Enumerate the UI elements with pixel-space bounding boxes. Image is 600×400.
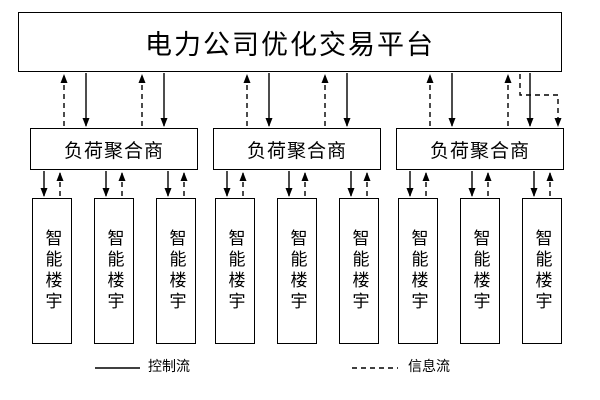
building-label: 智能楼宇 [532,229,552,313]
building-box-7: 智能楼宇 [398,198,438,344]
building-box-3: 智能楼宇 [156,198,196,344]
building-box-1: 智能楼宇 [32,198,72,344]
aggregator-label: 负荷聚合商 [63,140,164,162]
building-label: 智能楼宇 [42,229,62,313]
legend-control-flow-label: 控制流 [148,360,190,375]
building-box-4: 智能楼宇 [215,198,255,344]
building-box-2: 智能楼宇 [94,198,134,344]
building-label: 智能楼宇 [470,229,490,313]
building-box-8: 智能楼宇 [460,198,500,344]
aggregator-label: 负荷聚合商 [246,140,347,162]
aggregator-box-1: 负荷聚合商 [30,128,198,170]
control-flow-lines [40,73,538,369]
aggregator-label: 负荷聚合商 [429,140,530,162]
building-label: 智能楼宇 [349,229,369,313]
building-box-5: 智能楼宇 [277,198,317,344]
info-flow-lines [56,74,562,369]
platform-box: 电力公司优化交易平台 [18,12,562,72]
building-label: 智能楼宇 [287,229,307,313]
building-label: 智能楼宇 [104,229,124,313]
building-label: 智能楼宇 [408,229,428,313]
legend-info-flow-label: 信息流 [408,360,450,375]
building-box-6: 智能楼宇 [339,198,379,344]
building-box-9: 智能楼宇 [522,198,562,344]
building-label: 智能楼宇 [225,229,245,313]
aggregator-box-2: 负荷聚合商 [213,128,381,170]
building-label: 智能楼宇 [166,229,186,313]
platform-title: 电力公司优化交易平台 [145,29,435,60]
aggregator-box-3: 负荷聚合商 [396,128,564,170]
